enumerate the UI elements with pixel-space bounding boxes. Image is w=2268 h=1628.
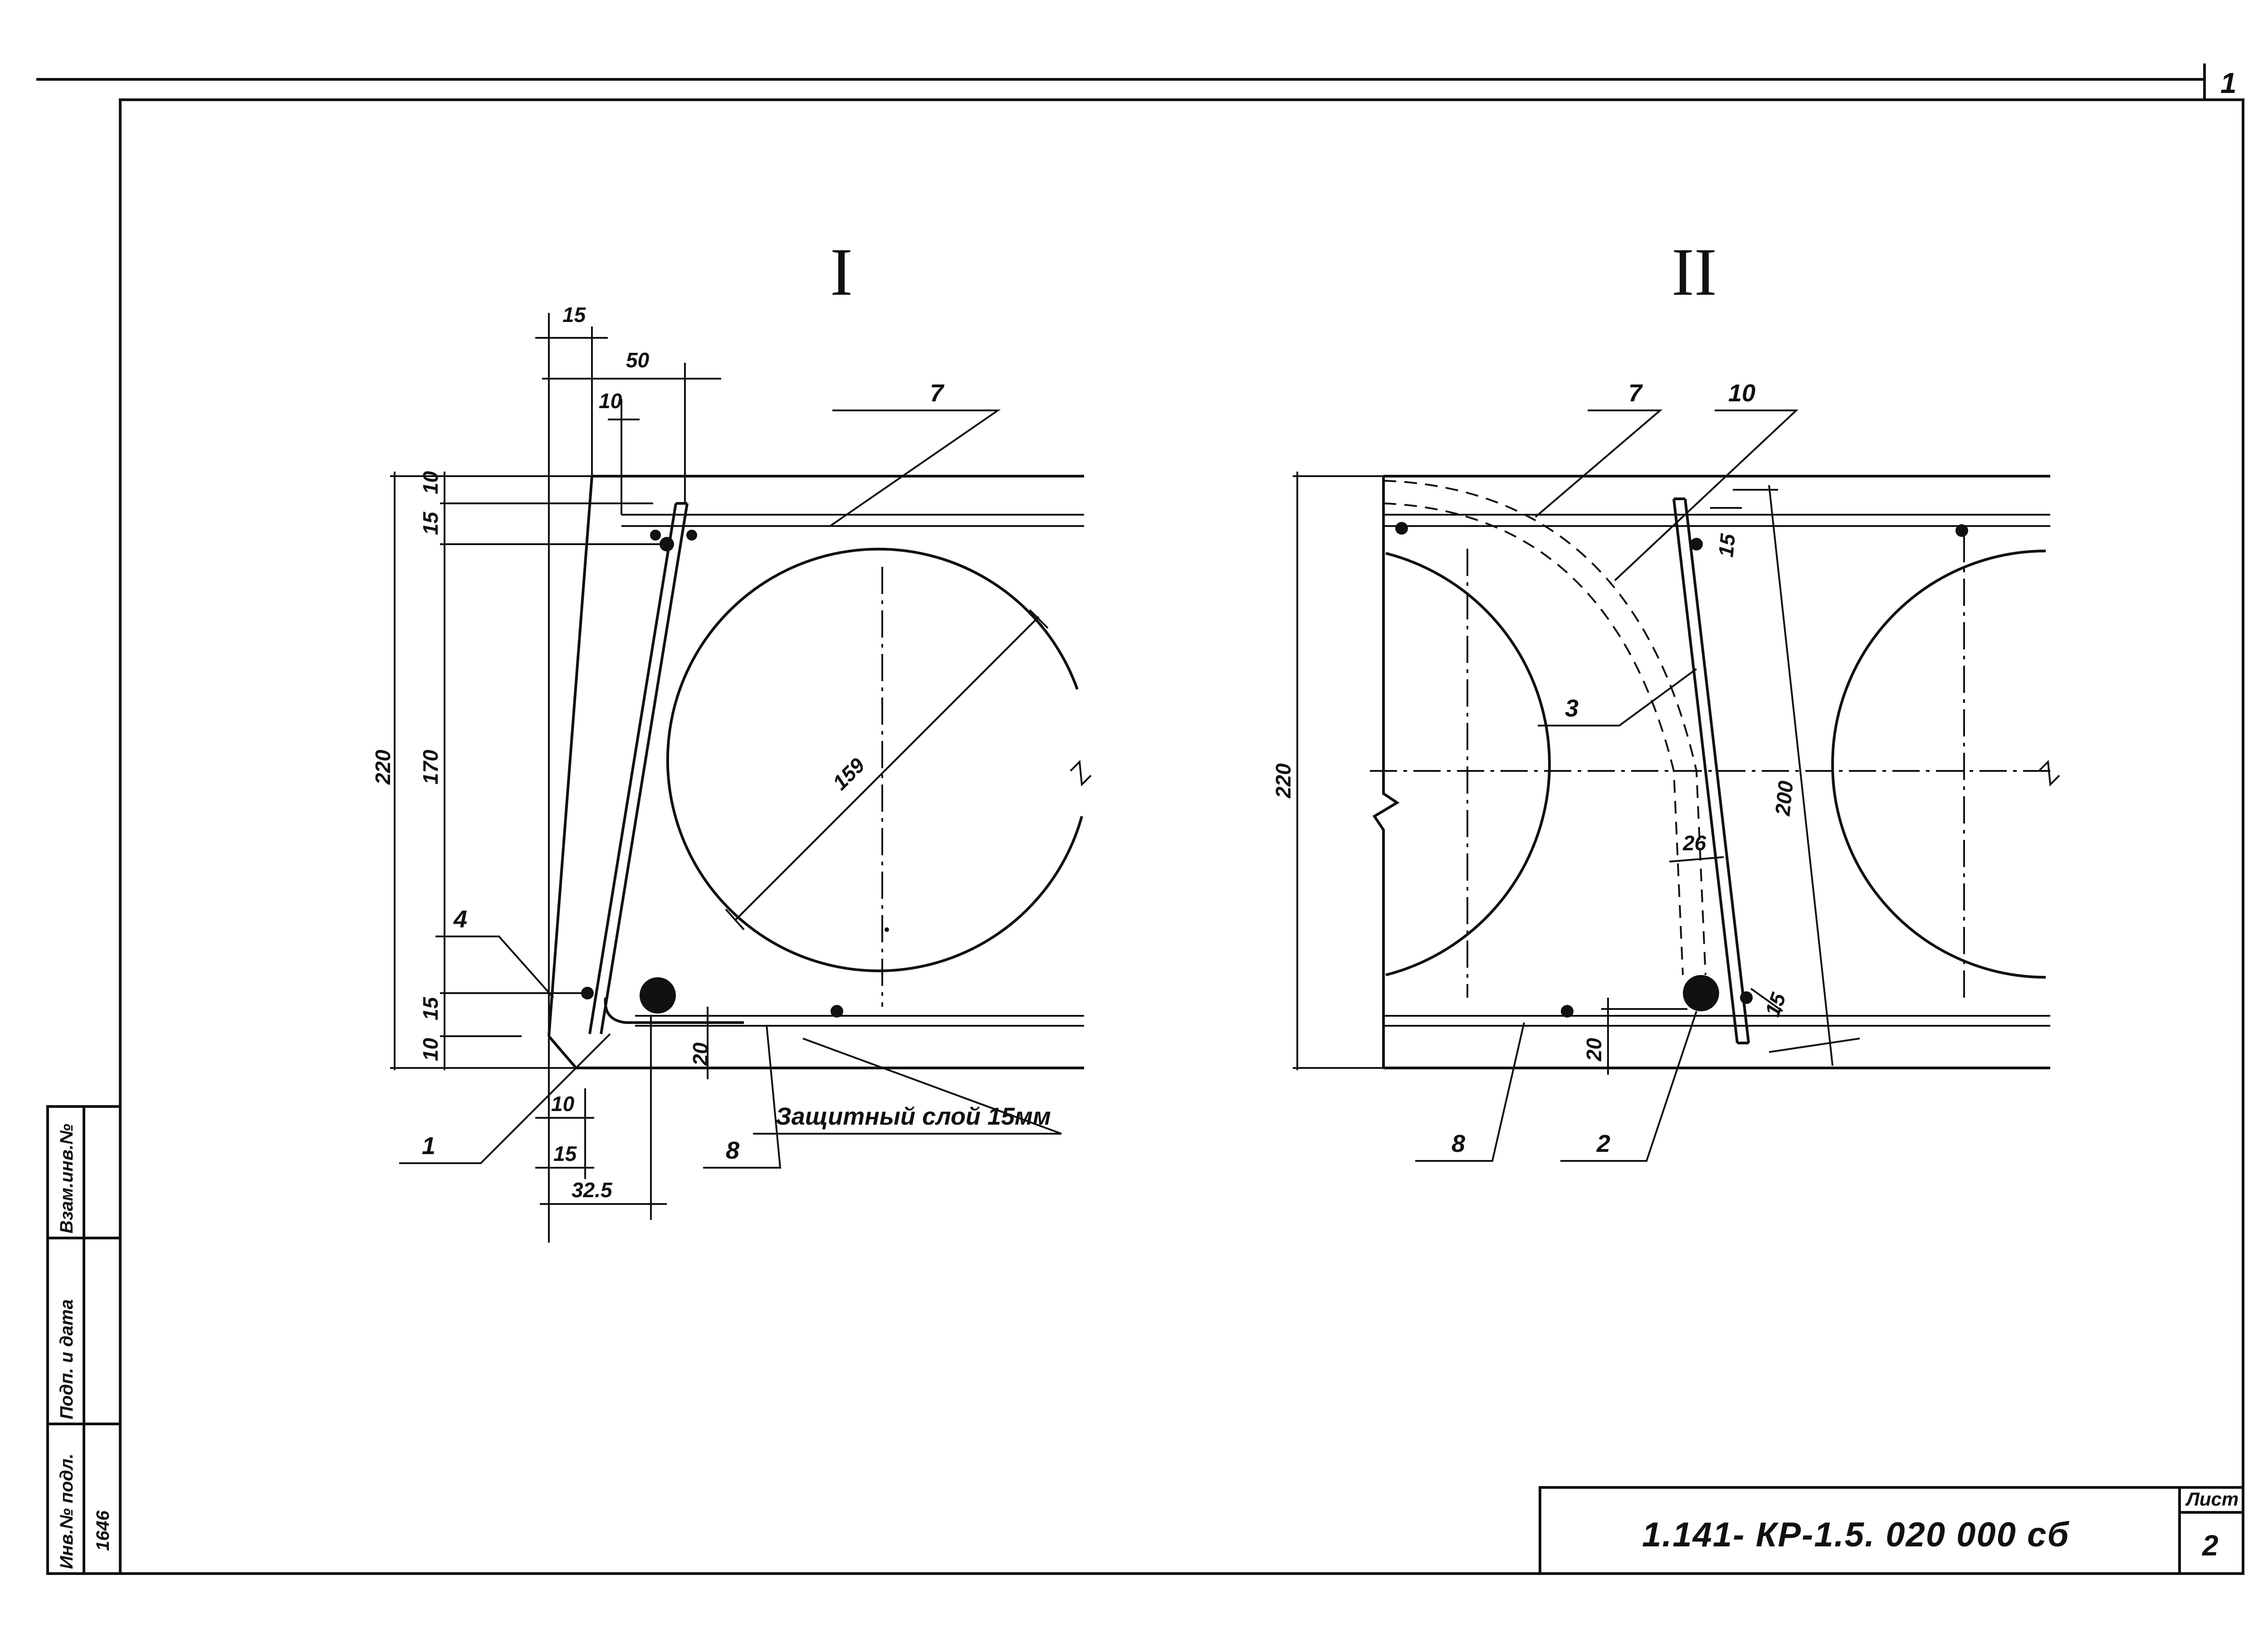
callouts-two: 7 10 3 8 2	[1415, 380, 1799, 1162]
corner-mark: 1	[2220, 67, 2237, 99]
dim-diameter: 159	[828, 753, 869, 795]
callout-two-10: 10	[1728, 380, 1755, 407]
title-block: 1.141- КР-1.5. 020 000 сб Лист 2	[1539, 1486, 2244, 1575]
inclined-rebar-two	[1672, 497, 1750, 1044]
dim-10-bot: 10	[551, 1092, 575, 1116]
main-rebar-dot	[1683, 975, 1719, 1011]
section-one-title: I	[830, 234, 853, 310]
dims-bottom-one: 10 15 32.5 20	[535, 1007, 712, 1220]
dim-20: 20	[689, 1042, 712, 1066]
rebar-dots-two	[1395, 522, 1968, 1018]
dim-two-15a: 15	[1714, 532, 1740, 558]
rebar-dot	[1955, 524, 1968, 537]
center-mark	[885, 927, 889, 932]
dim-32-5: 32.5	[572, 1178, 613, 1202]
rebar-dot	[1690, 538, 1703, 551]
section-two: II	[1271, 234, 2060, 1162]
dim-two-20: 20	[1582, 1038, 1606, 1062]
dim-50: 50	[626, 348, 650, 372]
dims-two: 220 200 15 26 15 20	[1271, 472, 1860, 1075]
callout-two-8: 8	[1452, 1130, 1465, 1157]
callout-two-7: 7	[1628, 380, 1643, 407]
callouts-one: 7 4 1 8 Защитный слой 15мм	[399, 380, 1062, 1169]
void-circle-one: 159	[666, 547, 1092, 1007]
rebar-dot	[1395, 522, 1408, 535]
dim-15-bot: 15	[553, 1142, 577, 1165]
callout-two-3: 3	[1565, 695, 1579, 722]
callout-two-2: 2	[1596, 1130, 1610, 1157]
slab-outline-one	[547, 475, 1084, 1069]
dim-v170: 170	[419, 750, 442, 785]
dim-26: 26	[1682, 831, 1706, 855]
rebar-dot	[581, 987, 594, 999]
stamp-inv-orig: Инв.№ подл.	[57, 1453, 77, 1569]
dim-v10-top: 10	[419, 471, 442, 494]
dim-v15-bot: 15	[419, 996, 442, 1020]
stamp-replace-inv: Взам.инв.№	[57, 1124, 77, 1233]
section-two-title: II	[1672, 234, 1717, 310]
callout-1: 1	[422, 1132, 435, 1160]
dim-10-top: 10	[599, 389, 622, 413]
main-rebar-dot	[640, 977, 676, 1014]
inclined-rebar-one	[588, 502, 744, 1034]
dim-15-top: 15	[562, 303, 587, 327]
dim-v220: 220	[371, 750, 395, 785]
rebar-dot	[650, 530, 661, 541]
sheet-label: Лист	[2185, 1488, 2239, 1510]
dims-left-one: 10 15 220 170 15 10	[371, 471, 667, 1070]
sheet-frame: 1	[36, 63, 2244, 1575]
dims-top-one: 15 50 10	[535, 303, 721, 1243]
sheet-number: 2	[2202, 1529, 2219, 1562]
dim-v15-top: 15	[419, 511, 442, 535]
note-cover: Защитный слой 15мм	[776, 1103, 1051, 1130]
stamp-inv-number: 1646	[93, 1510, 113, 1551]
voids-two	[1385, 535, 2060, 998]
approval-stamp: Взам.инв.№ Подп. и дата Инв.№ подл. 1646	[46, 1105, 122, 1575]
callout-7: 7	[930, 380, 945, 407]
section-one: I 159	[371, 234, 1092, 1243]
rebar-dot	[686, 530, 697, 541]
callout-8: 8	[726, 1137, 739, 1164]
document-code: 1.141- КР-1.5. 020 000 сб	[1642, 1516, 2069, 1554]
dim-200: 200	[1770, 780, 1798, 817]
stamp-sign-date: Подп. и дата	[57, 1299, 77, 1419]
callout-4: 4	[453, 906, 467, 933]
rebar-dot	[831, 1005, 843, 1018]
dashed-arcs-two	[1383, 480, 1706, 975]
rebar-dot	[1561, 1005, 1574, 1018]
dim-v10-bot: 10	[419, 1038, 442, 1061]
dim-two-v220: 220	[1271, 763, 1295, 799]
slab-outline-two	[1370, 475, 2050, 1069]
rebar-dot	[1740, 991, 1753, 1004]
